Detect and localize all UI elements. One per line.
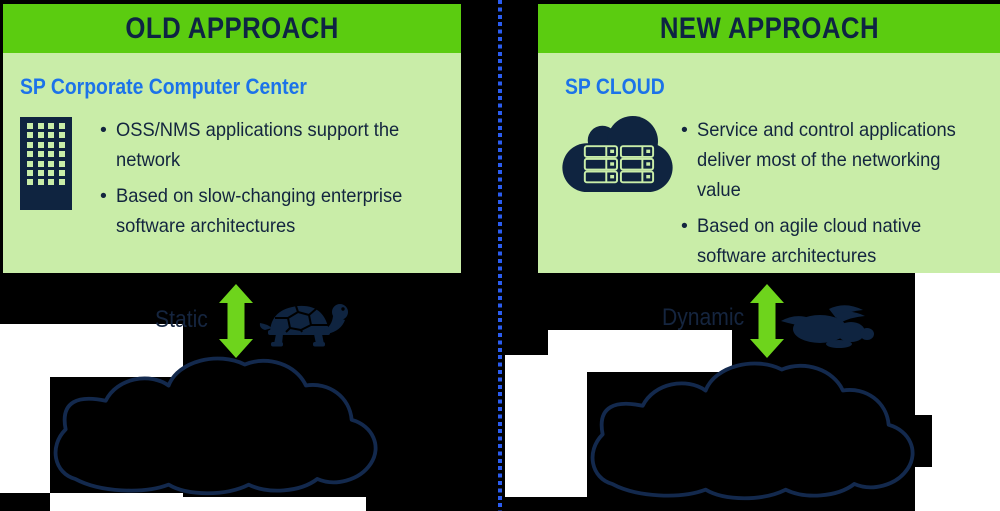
old-approach-header: OLD APPROACH [3, 4, 461, 53]
bullet-line: software architectures [116, 215, 296, 237]
right-bullet-list: • Service and control applications deliv… [681, 115, 972, 277]
left-subtitle: SP Corporate Computer Center [20, 74, 307, 99]
bullet-line: Service and control applications [697, 119, 956, 141]
bullet-line: deliver most of the networking [697, 149, 941, 171]
bullet-line: software architectures [697, 245, 877, 267]
new-approach-title: NEW APPROACH [659, 12, 879, 45]
building-icon [20, 117, 72, 210]
bullet-line: Based on agile cloud native [697, 215, 922, 237]
left-bullet-list: • OSS/NMS applications support the netwo… [100, 115, 421, 247]
old-approach-title: OLD APPROACH [125, 12, 339, 45]
white-patch [548, 330, 732, 355]
cloud-servers-icon [562, 115, 673, 193]
bullet-glyph: • [100, 119, 107, 141]
bullet-glyph: • [681, 215, 688, 237]
bullet-item: • OSS/NMS applications support the netwo… [100, 115, 421, 175]
white-patch [505, 355, 732, 372]
white-patch [0, 377, 50, 493]
dynamic-label: Dynamic [662, 304, 745, 331]
bullet-line: value [697, 179, 741, 201]
right-subtitle: SP CLOUD [565, 74, 665, 99]
bullet-glyph: • [100, 185, 107, 207]
dotted-divider [498, 0, 502, 511]
bullet-line: Based on slow-changing enterprise [116, 185, 403, 207]
white-patch [183, 497, 366, 511]
turtle-icon [259, 304, 348, 347]
old-approach-body [3, 53, 461, 273]
bullet-item: • Based on slow-changing enterprise soft… [100, 181, 421, 241]
rabbit-icon [781, 305, 874, 348]
black-notch [913, 415, 932, 467]
static-label: Static [155, 306, 208, 333]
bullet-line: network [116, 149, 181, 171]
double-arrow-icon [219, 284, 253, 358]
double-arrow-icon [750, 284, 784, 358]
network-cloud [590, 361, 915, 501]
bullet-item: • Based on agile cloud native software a… [681, 211, 972, 271]
white-patch [915, 273, 1000, 511]
bullet-item: • Service and control applications deliv… [681, 115, 972, 205]
bullet-line: OSS/NMS applications support the [116, 119, 400, 141]
bullet-glyph: • [681, 119, 688, 141]
white-patch [0, 324, 183, 377]
white-patch [505, 372, 587, 497]
white-patch [50, 493, 183, 511]
new-approach-header: NEW APPROACH [538, 4, 1000, 53]
network-cloud [53, 356, 378, 496]
